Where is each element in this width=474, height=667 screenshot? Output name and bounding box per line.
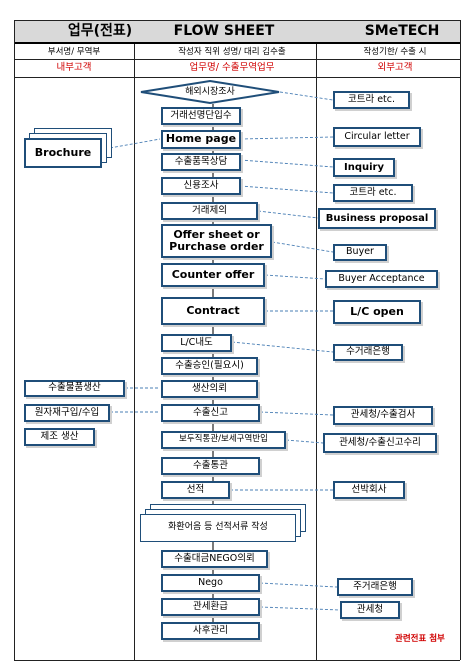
task-name-label: 업무명/ 수출무역업무 xyxy=(189,62,275,73)
external-customer-label: 외부고객 xyxy=(377,62,413,73)
subheader-row: 부서명/ 무역부 작성자 직위 성명/ 대리 김수출 작성기한/ 수출 시 xyxy=(14,44,460,60)
header-bar: 업무(전표) FLOW SHEET SMeTECH xyxy=(14,20,460,44)
step-export-approval: 수출승인(필요시) xyxy=(161,357,258,375)
internal-customer-label: 내부고객 xyxy=(56,62,92,73)
author-label: 작성자 직위 성명/ 대리 김수출 xyxy=(178,47,286,57)
right-inquiry: Inquiry xyxy=(333,158,395,177)
step-production-request: 생산의뢰 xyxy=(161,380,258,398)
column-divider-1 xyxy=(134,44,135,660)
brochure-box: Brochure xyxy=(24,138,102,168)
step-credit-check: 신용조사 xyxy=(161,177,241,195)
right-customs-acceptance: 관세청/수출신고수리 xyxy=(323,433,437,453)
step-item-consult: 수출품목상담 xyxy=(161,153,241,171)
step-shipping-documents: 화환어음 등 선적서류 작성 xyxy=(140,514,296,542)
header-company: SMeTECH xyxy=(364,23,440,39)
right-circular-letter: Circular letter xyxy=(333,127,421,147)
section-label-row: 내부고객 업무명/ 수출무역업무 외부고객 xyxy=(14,60,460,78)
step-nego-request: 수출대금NEGO의뢰 xyxy=(161,550,268,568)
right-lc-open: L/C open xyxy=(333,300,421,324)
step-nego: Nego xyxy=(161,574,260,592)
header-title-korean: 업무(전표) xyxy=(67,23,133,39)
border-top xyxy=(14,20,460,21)
step-offer-sheet: Offer sheet or Purchase order xyxy=(161,224,272,258)
step-follow-up: 사후관리 xyxy=(161,622,260,640)
right-kotra-1: 코트라 etc. xyxy=(333,91,410,109)
right-shipping-company: 선박회사 xyxy=(333,481,405,499)
right-customs-office: 관세청 xyxy=(340,601,400,619)
step-trade-proposal: 거래제의 xyxy=(161,202,258,220)
border-bottom xyxy=(14,660,460,661)
step-contract: Contract xyxy=(161,297,265,325)
footer-attachment-note: 관련전표 첨부 xyxy=(395,634,445,644)
header-title-flowsheet: FLOW SHEET xyxy=(173,23,275,39)
step-counter-offer: Counter offer xyxy=(161,263,265,287)
step-label: 해외시장조사 xyxy=(185,87,235,97)
step-duty-refund: 관세환급 xyxy=(161,598,260,616)
step-export-declaration: 수출신고 xyxy=(161,404,260,422)
step-buyer-list: 거래선명단입수 xyxy=(161,107,241,125)
step-shipment: 선적 xyxy=(161,481,230,499)
right-main-bank-1: 수거래은행 xyxy=(333,344,403,361)
dept-label: 부서명/ 무역부 xyxy=(47,47,101,57)
left-export-goods-production: 수출물품생산 xyxy=(24,380,125,397)
step-market-research: 해외시장조사 xyxy=(140,80,280,104)
step-customs-clearance: 수출통관 xyxy=(161,457,260,475)
right-buyer: Buyer xyxy=(333,244,387,261)
right-customs-inspection: 관세청/수출검사 xyxy=(333,406,433,425)
border-right xyxy=(460,20,461,660)
right-kotra-2: 코트라 etc. xyxy=(333,184,413,202)
left-manufacturing: 제조 생산 xyxy=(24,428,95,446)
step-lc-arrival: L/C내도 xyxy=(161,334,232,352)
right-buyer-acceptance: Buyer Acceptance xyxy=(325,270,438,288)
deadline-label: 작성기한/ 수출 시 xyxy=(363,47,427,57)
right-business-proposal: Business proposal xyxy=(318,208,436,229)
column-divider-2 xyxy=(316,44,317,660)
step-home-page: Home page xyxy=(161,130,241,149)
left-raw-material-purchase: 원자재구입/수입 xyxy=(24,404,110,422)
right-main-bank-2: 주거래은행 xyxy=(337,578,413,596)
diamond-shape xyxy=(140,80,280,104)
border-left xyxy=(14,20,15,660)
step-bonded-area: 보두직통관/보세구역반입 xyxy=(161,431,286,449)
